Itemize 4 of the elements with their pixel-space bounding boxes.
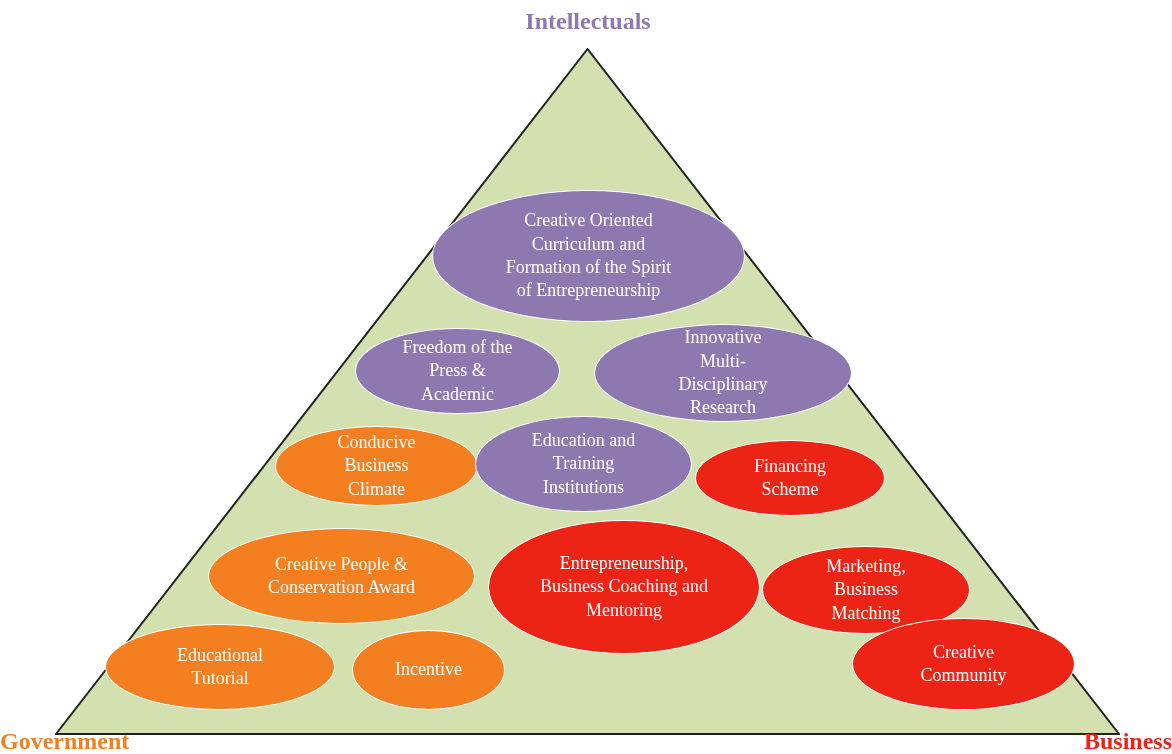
corner-label: Government	[0, 728, 130, 754]
corner-label: Business	[1083, 728, 1172, 754]
corner-label: Intellectuals	[525, 8, 651, 35]
pyramid-triangle	[55, 48, 1120, 735]
